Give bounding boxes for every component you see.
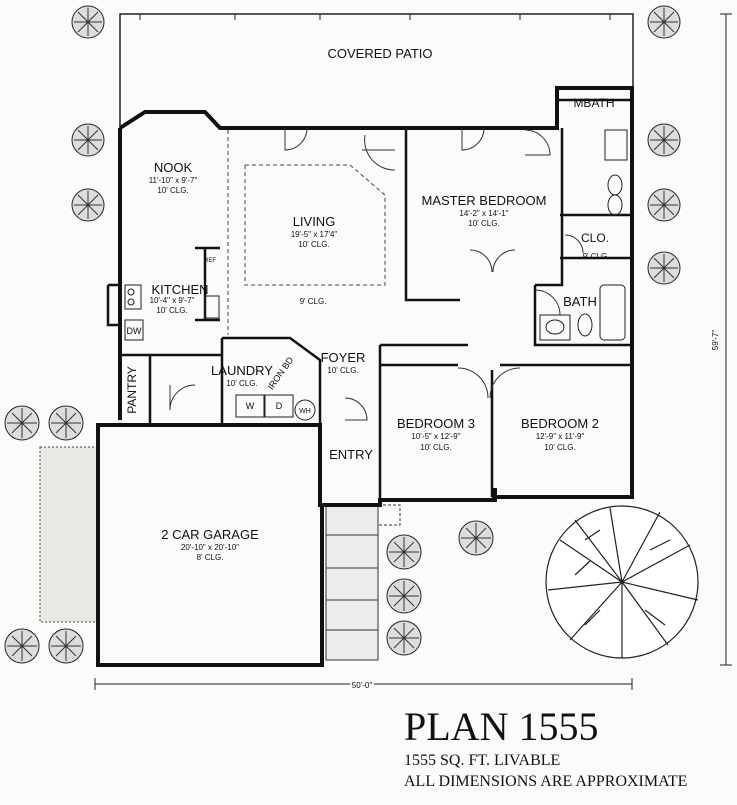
nook-ceiling: 10' CLG. [157,186,188,195]
clo-ceiling: 9' CLG. [583,252,610,261]
kitchen-ceiling: 10' CLG. [156,306,187,315]
dryer-label: D [276,401,283,411]
tree-icon [4,405,40,441]
tree-icon [71,5,105,39]
garage-dims: 20'-10" x 20'-10" [181,543,239,552]
nook-dims: 11'-10" x 9'-7" [149,176,198,185]
interior-walls [106,98,632,500]
door-swings [169,127,584,421]
master-bedroom-ceiling: 10' CLG. [468,219,499,228]
dining-ceiling: 9' CLG. [300,297,327,306]
bedroom3-dims: 10'-5" x 12'-9" [411,432,460,441]
walkway [325,504,401,661]
kitchen-dims: 10'-4" x 9'-7" [150,296,195,305]
tree-icon [647,188,681,222]
clo-label: CLO. [581,231,609,245]
bedroom3-ceiling: 10' CLG. [420,443,451,452]
ceiling-outline [227,130,386,335]
mbath-label: MBATH [573,96,614,110]
washer-label: W [246,401,255,411]
plan-area: 1555 SQ. FT. LIVABLE [404,752,560,769]
refrigerator-label: REF [204,258,216,264]
nook-label: NOOK [154,160,193,175]
pantry-label: PANTRY [125,366,139,414]
foyer-label: FOYER [321,350,366,365]
tree-icons [4,5,681,664]
dishwasher-label: DW [127,326,142,336]
tree-icon [71,188,105,222]
entry-label: ENTRY [329,447,373,462]
tree-icon [48,628,84,664]
tree-icon [71,123,105,157]
driveway [39,446,99,623]
garage-label: 2 CAR GARAGE [161,527,259,542]
covered-patio-label: COVERED PATIO [328,46,433,61]
bedroom2-dims: 12'-9" x 11'-9" [536,432,585,441]
tree-icon [458,520,494,556]
kitchen-label: KITCHEN [151,282,208,297]
master-bedroom-dims: 14'-2" x 14'-1" [459,209,508,218]
laundry-label: LAUNDRY [211,363,273,378]
tree-icon [4,628,40,664]
tree-icon [647,251,681,285]
plan-note: ALL DIMENSIONS ARE APPROXIMATE [404,773,687,790]
tree-icon [647,123,681,157]
bedroom2-label: BEDROOM 2 [521,416,599,431]
foyer-ceiling: 10' CLG. [327,366,358,375]
bedroom2-ceiling: 10' CLG. [544,443,575,452]
laundry-ceiling: 10' CLG. [226,379,257,388]
width-dimension: 50'-0" [352,681,373,690]
living-ceiling: 10' CLG. [298,240,329,249]
garage-ceiling: 8' CLG. [197,553,224,562]
bedroom3-label: BEDROOM 3 [397,416,475,431]
depth-dimension: 59'-7" [711,330,720,351]
dimension-lines [94,13,732,690]
tree-icon [386,578,422,614]
tree-icon [48,405,84,441]
tree-icon [386,534,422,570]
living-dims: 19'-5" x 17'4" [291,230,338,239]
plan-title: PLAN 1555 [404,704,598,749]
master-bedroom-label: MASTER BEDROOM [422,193,547,208]
living-label: LIVING [293,214,336,229]
tree-icon [386,620,422,656]
tree-icon [647,5,681,39]
bath-label: BATH [563,294,597,309]
fixtures [124,129,628,421]
large-tree-icon [545,505,699,659]
water-heater-label: WH [299,408,311,415]
